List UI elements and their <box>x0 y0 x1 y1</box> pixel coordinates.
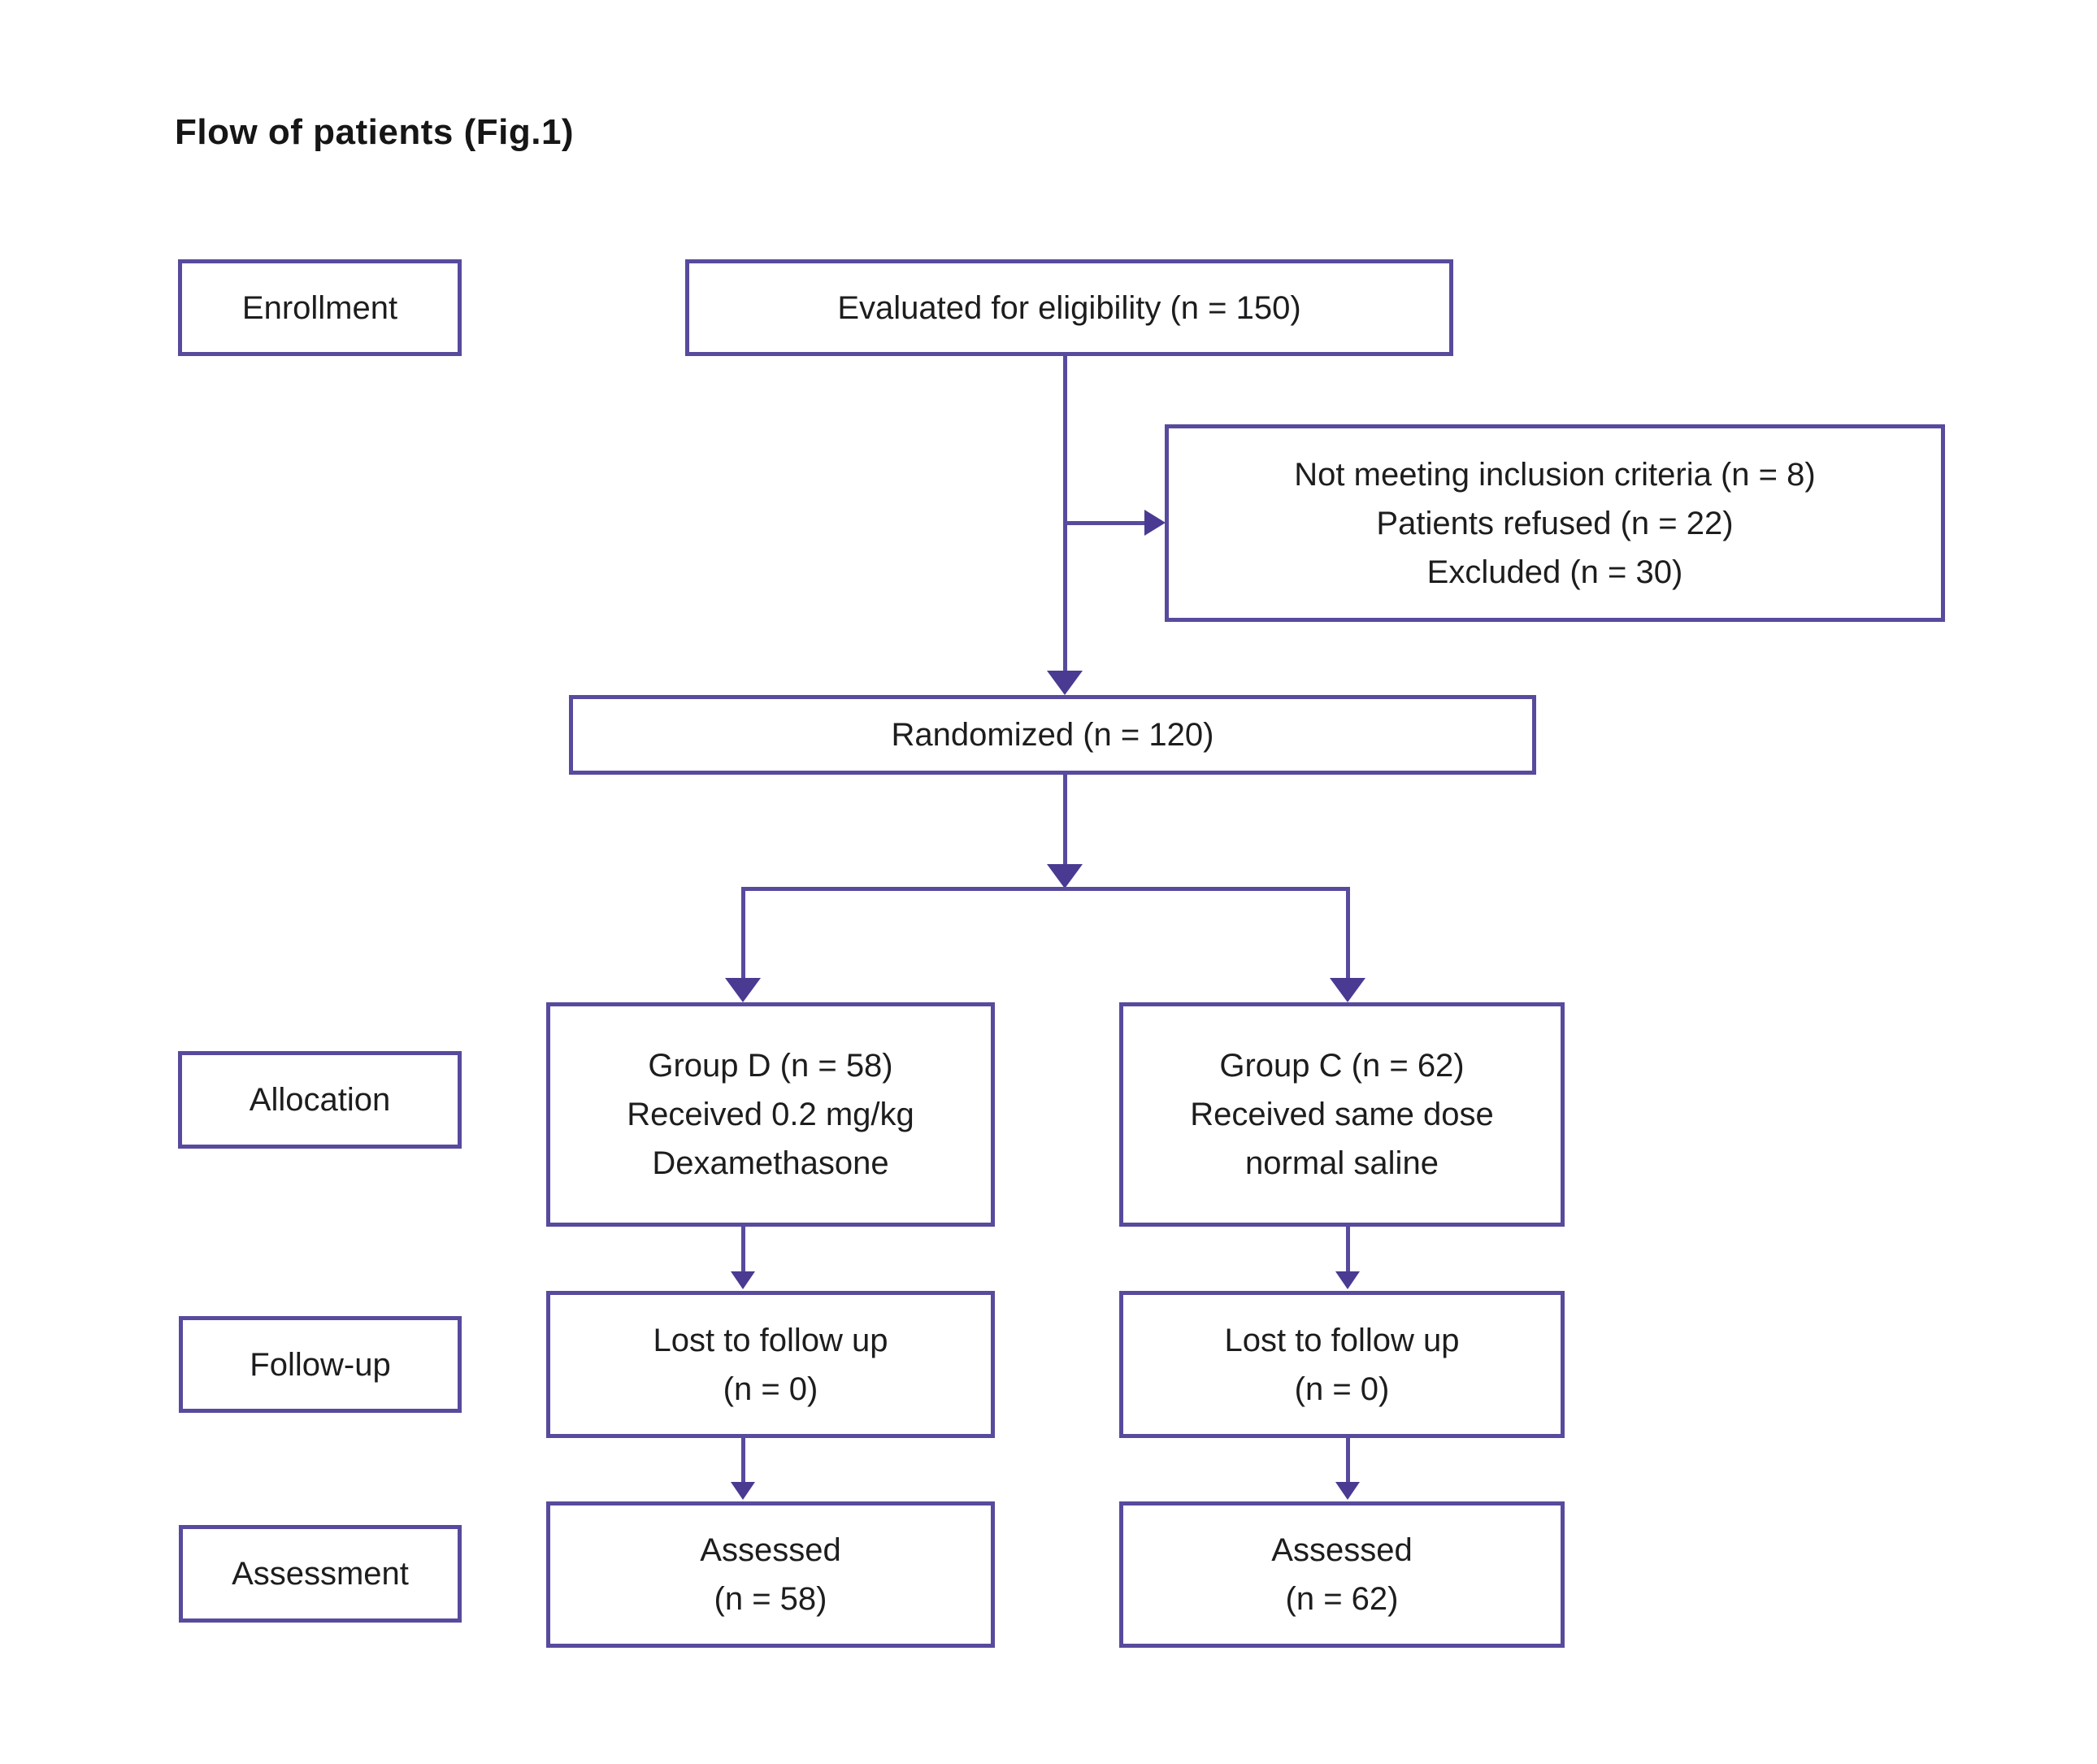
node-lost-to-followup-c: Lost to follow up (n = 0) <box>1119 1291 1565 1438</box>
node-assessed-c-line1: Assessed <box>1271 1532 1413 1568</box>
connector-lost-d-to-assessed-d <box>741 1438 745 1482</box>
node-group-c-line3: normal saline <box>1245 1145 1439 1181</box>
node-lost-c-line1: Lost to follow up <box>1224 1322 1460 1358</box>
node-group-d-line3: Dexamethasone <box>652 1145 889 1181</box>
stage-label-allocation: Allocation <box>178 1051 462 1149</box>
node-evaluated-text: Evaluated for eligibility (n = 150) <box>837 289 1301 326</box>
node-randomized-text: Randomized (n = 120) <box>891 717 1214 753</box>
node-group-c-line1: Group C (n = 62) <box>1219 1048 1465 1084</box>
node-lost-d-line1: Lost to follow up <box>653 1322 888 1358</box>
connector-randomized-to-split <box>1063 775 1067 864</box>
arrowhead-into-group-c <box>1330 978 1365 1002</box>
arrowhead-into-excluded <box>1144 510 1166 536</box>
connector-split-to-group-c <box>1346 891 1350 980</box>
node-assessed-d-line1: Assessed <box>700 1532 841 1568</box>
connector-evaluated-to-randomized <box>1063 356 1067 671</box>
node-lost-c-line2: (n = 0) <box>1294 1371 1390 1407</box>
connector-branch-to-excluded <box>1065 521 1144 525</box>
stage-label-assessment-text: Assessment <box>232 1556 409 1592</box>
node-assessed-c: Assessed (n = 62) <box>1119 1501 1565 1648</box>
node-assessed-c-line2: (n = 62) <box>1285 1581 1399 1617</box>
node-group-d-line1: Group D (n = 58) <box>648 1048 893 1084</box>
node-excluded-line1: Not meeting inclusion criteria (n = 8) <box>1294 456 1816 493</box>
connector-split-to-group-d <box>741 891 745 980</box>
node-excluded: Not meeting inclusion criteria (n = 8) P… <box>1165 424 1945 622</box>
node-lost-to-followup-d: Lost to follow up (n = 0) <box>546 1291 995 1438</box>
connector-group-c-to-lost-c <box>1346 1227 1350 1271</box>
arrowhead-into-assessed-d <box>731 1482 755 1500</box>
stage-label-enrollment-text: Enrollment <box>241 289 398 326</box>
stage-label-allocation-text: Allocation <box>249 1082 391 1118</box>
node-excluded-line2: Patients refused (n = 22) <box>1376 505 1734 541</box>
arrowhead-into-assessed-c <box>1335 1482 1360 1500</box>
connector-split-bar <box>741 887 1350 891</box>
node-group-c-line2: Received same dose <box>1190 1097 1494 1132</box>
connector-lost-c-to-assessed-c <box>1346 1438 1350 1482</box>
node-group-c: Group C (n = 62) Received same dose norm… <box>1119 1002 1565 1227</box>
node-excluded-line3: Excluded (n = 30) <box>1426 554 1683 590</box>
node-randomized: Randomized (n = 120) <box>569 695 1536 775</box>
stage-label-enrollment: Enrollment <box>178 259 462 356</box>
arrowhead-into-group-d <box>725 978 761 1002</box>
arrowhead-into-split <box>1047 864 1083 889</box>
node-lost-d-line2: (n = 0) <box>723 1371 818 1407</box>
stage-label-assessment: Assessment <box>179 1525 462 1623</box>
arrowhead-into-randomized <box>1047 671 1083 695</box>
node-assessed-d: Assessed (n = 58) <box>546 1501 995 1648</box>
node-evaluated-for-eligibility: Evaluated for eligibility (n = 150) <box>685 259 1453 356</box>
arrowhead-into-lost-c <box>1335 1271 1360 1289</box>
stage-label-followup: Follow-up <box>179 1316 462 1413</box>
connector-group-d-to-lost-d <box>741 1227 745 1271</box>
node-group-d-line2: Received 0.2 mg/kg <box>627 1097 914 1132</box>
node-assessed-d-line2: (n = 58) <box>714 1581 827 1617</box>
arrowhead-into-lost-d <box>731 1271 755 1289</box>
figure-title: Flow of patients (Fig.1) <box>175 112 575 152</box>
node-group-d: Group D (n = 58) Received 0.2 mg/kg Dexa… <box>546 1002 995 1227</box>
stage-label-followup-text: Follow-up <box>250 1346 391 1383</box>
